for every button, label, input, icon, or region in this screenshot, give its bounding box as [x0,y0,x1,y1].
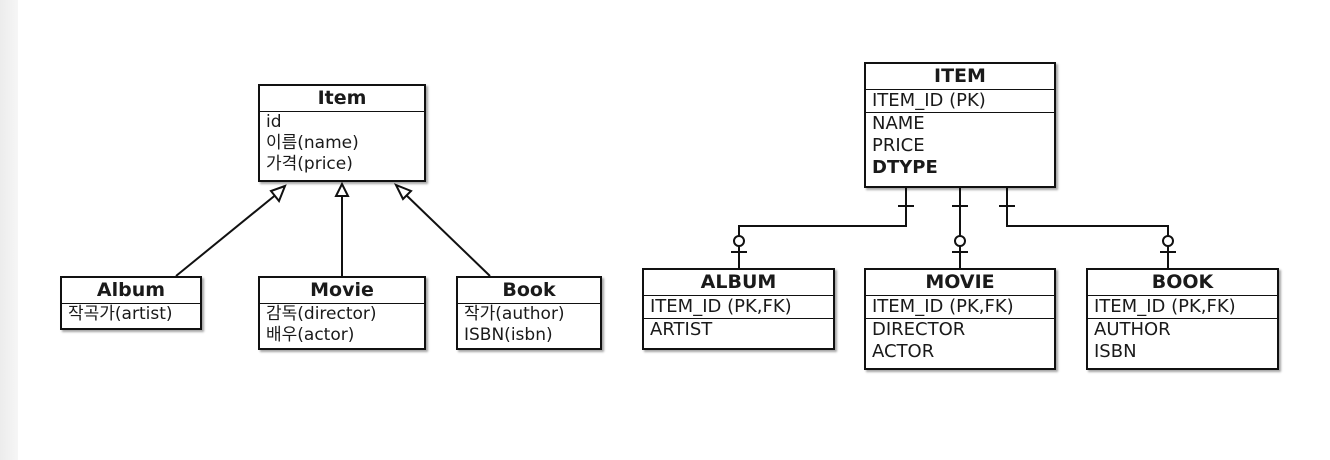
erd-table-item: ITEM ITEM_ID (PK) NAME PRICE DTYPE [864,62,1056,188]
erd-relationship-lines [731,188,1176,268]
uml-field: ISBN(isbn) [464,325,553,345]
uml-field: 감독(director) [266,304,377,324]
book-generalization-arrowhead [393,183,413,201]
uml-field: 작가(author) [464,304,565,324]
erd-columns-section: DIRECTOR ACTOR [866,318,1054,363]
erd-table-movie: MOVIE ITEM_ID (PK,FK) DIRECTOR ACTOR [864,268,1056,370]
uml-class-movie: Movie 감독(director) 배우(actor) [258,276,426,350]
uml-inheritance-arrows [175,181,491,277]
erd-columns-section: ARTIST [644,318,833,341]
erd-primary-key-section: ITEM_ID (PK) [866,90,1054,112]
erd-columns-section: AUTHOR ISBN [1088,318,1277,363]
erd-primary-key-section: ITEM_ID (PK,FK) [1088,296,1277,318]
album-generalization-arrowhead [269,184,287,203]
erd-primary-key: ITEM_ID (PK) [872,90,986,111]
erd-primary-key-section: ITEM_ID (PK,FK) [866,296,1054,318]
erd-primary-key: ITEM_ID (PK,FK) [650,296,792,317]
uml-field: 이름(name) [266,133,359,153]
uml-field: 작곡가(artist) [68,304,173,324]
erd-table-title: MOVIE [866,270,1054,296]
erd-column: ACTOR [872,341,935,362]
uml-class-fields: 작곡가(artist) [62,304,200,325]
uml-class-album: Album 작곡가(artist) [60,276,202,330]
uml-class-title: Item [260,86,424,112]
erd-column: AUTHOR [1094,319,1171,340]
uml-class-title: Movie [260,278,424,304]
erd-discriminator-column: DTYPE [872,157,938,178]
erd-table-album: ALBUM ITEM_ID (PK,FK) ARTIST [642,268,835,350]
erd-column: ARTIST [650,319,713,340]
movie-generalization-arrowhead [334,181,350,197]
erd-table-title: BOOK [1088,270,1277,296]
erd-table-title: ITEM [866,64,1054,90]
erd-primary-key: ITEM_ID (PK,FK) [872,296,1014,317]
erd-column: DIRECTOR [872,319,966,340]
uml-class-fields: 작가(author) ISBN(isbn) [458,304,600,346]
erd-column: PRICE [872,135,925,156]
erd-table-title: ALBUM [644,270,833,296]
erd-primary-key-section: ITEM_ID (PK,FK) [644,296,833,318]
erd-columns-section: NAME PRICE DTYPE [866,112,1054,179]
uml-class-title: Album [62,278,200,304]
uml-class-fields: id 이름(name) 가격(price) [260,112,424,175]
erd-primary-key: ITEM_ID (PK,FK) [1094,296,1236,317]
uml-field: 배우(actor) [266,325,355,345]
uml-field: 가격(price) [266,154,353,174]
uml-class-title: Book [458,278,600,304]
erd-table-book: BOOK ITEM_ID (PK,FK) AUTHOR ISBN [1086,268,1279,370]
left-margin-strip [0,0,18,460]
uml-class-book: Book 작가(author) ISBN(isbn) [456,276,602,350]
erd-column: ISBN [1094,341,1137,362]
uml-field: id [266,112,282,132]
uml-class-fields: 감독(director) 배우(actor) [260,304,424,346]
erd-column: NAME [872,113,925,134]
uml-class-item: Item id 이름(name) 가격(price) [258,84,426,182]
